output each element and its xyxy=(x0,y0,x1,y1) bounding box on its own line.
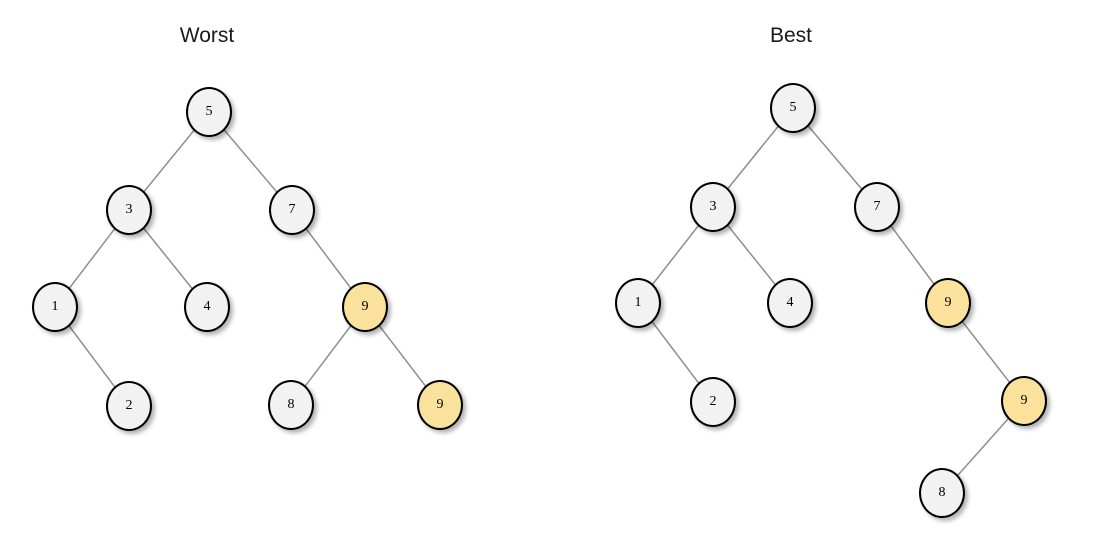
tree-node-best-b9a: 9 xyxy=(925,278,971,328)
tree-node-worst-w2: 2 xyxy=(106,381,152,431)
tree-node-worst-w4: 4 xyxy=(184,282,230,332)
tree-node-best-b8: 8 xyxy=(919,468,965,518)
tree-node-best-b2: 2 xyxy=(690,377,736,427)
tree-title-worst: Worst xyxy=(179,24,235,47)
tree-node-best-b7: 7 xyxy=(854,182,900,232)
tree-node-best-b1: 1 xyxy=(615,278,661,328)
tree-node-best-b3: 3 xyxy=(690,182,736,232)
tree-node-best-b9b: 9 xyxy=(1001,376,1047,426)
tree-node-worst-w9a: 9 xyxy=(342,282,388,332)
tree-node-worst-w7: 7 xyxy=(269,185,315,235)
tree-node-worst-w3: 3 xyxy=(106,185,152,235)
tree-node-worst-w9b: 9 xyxy=(417,380,463,430)
tree-node-worst-w1: 1 xyxy=(32,282,78,332)
tree-node-worst-w5: 5 xyxy=(186,87,232,137)
tree-node-best-b4: 4 xyxy=(767,278,813,328)
tree-node-worst-w8: 8 xyxy=(268,380,314,430)
tree-node-best-b5: 5 xyxy=(770,83,816,133)
tree-title-best: Best xyxy=(769,24,813,47)
